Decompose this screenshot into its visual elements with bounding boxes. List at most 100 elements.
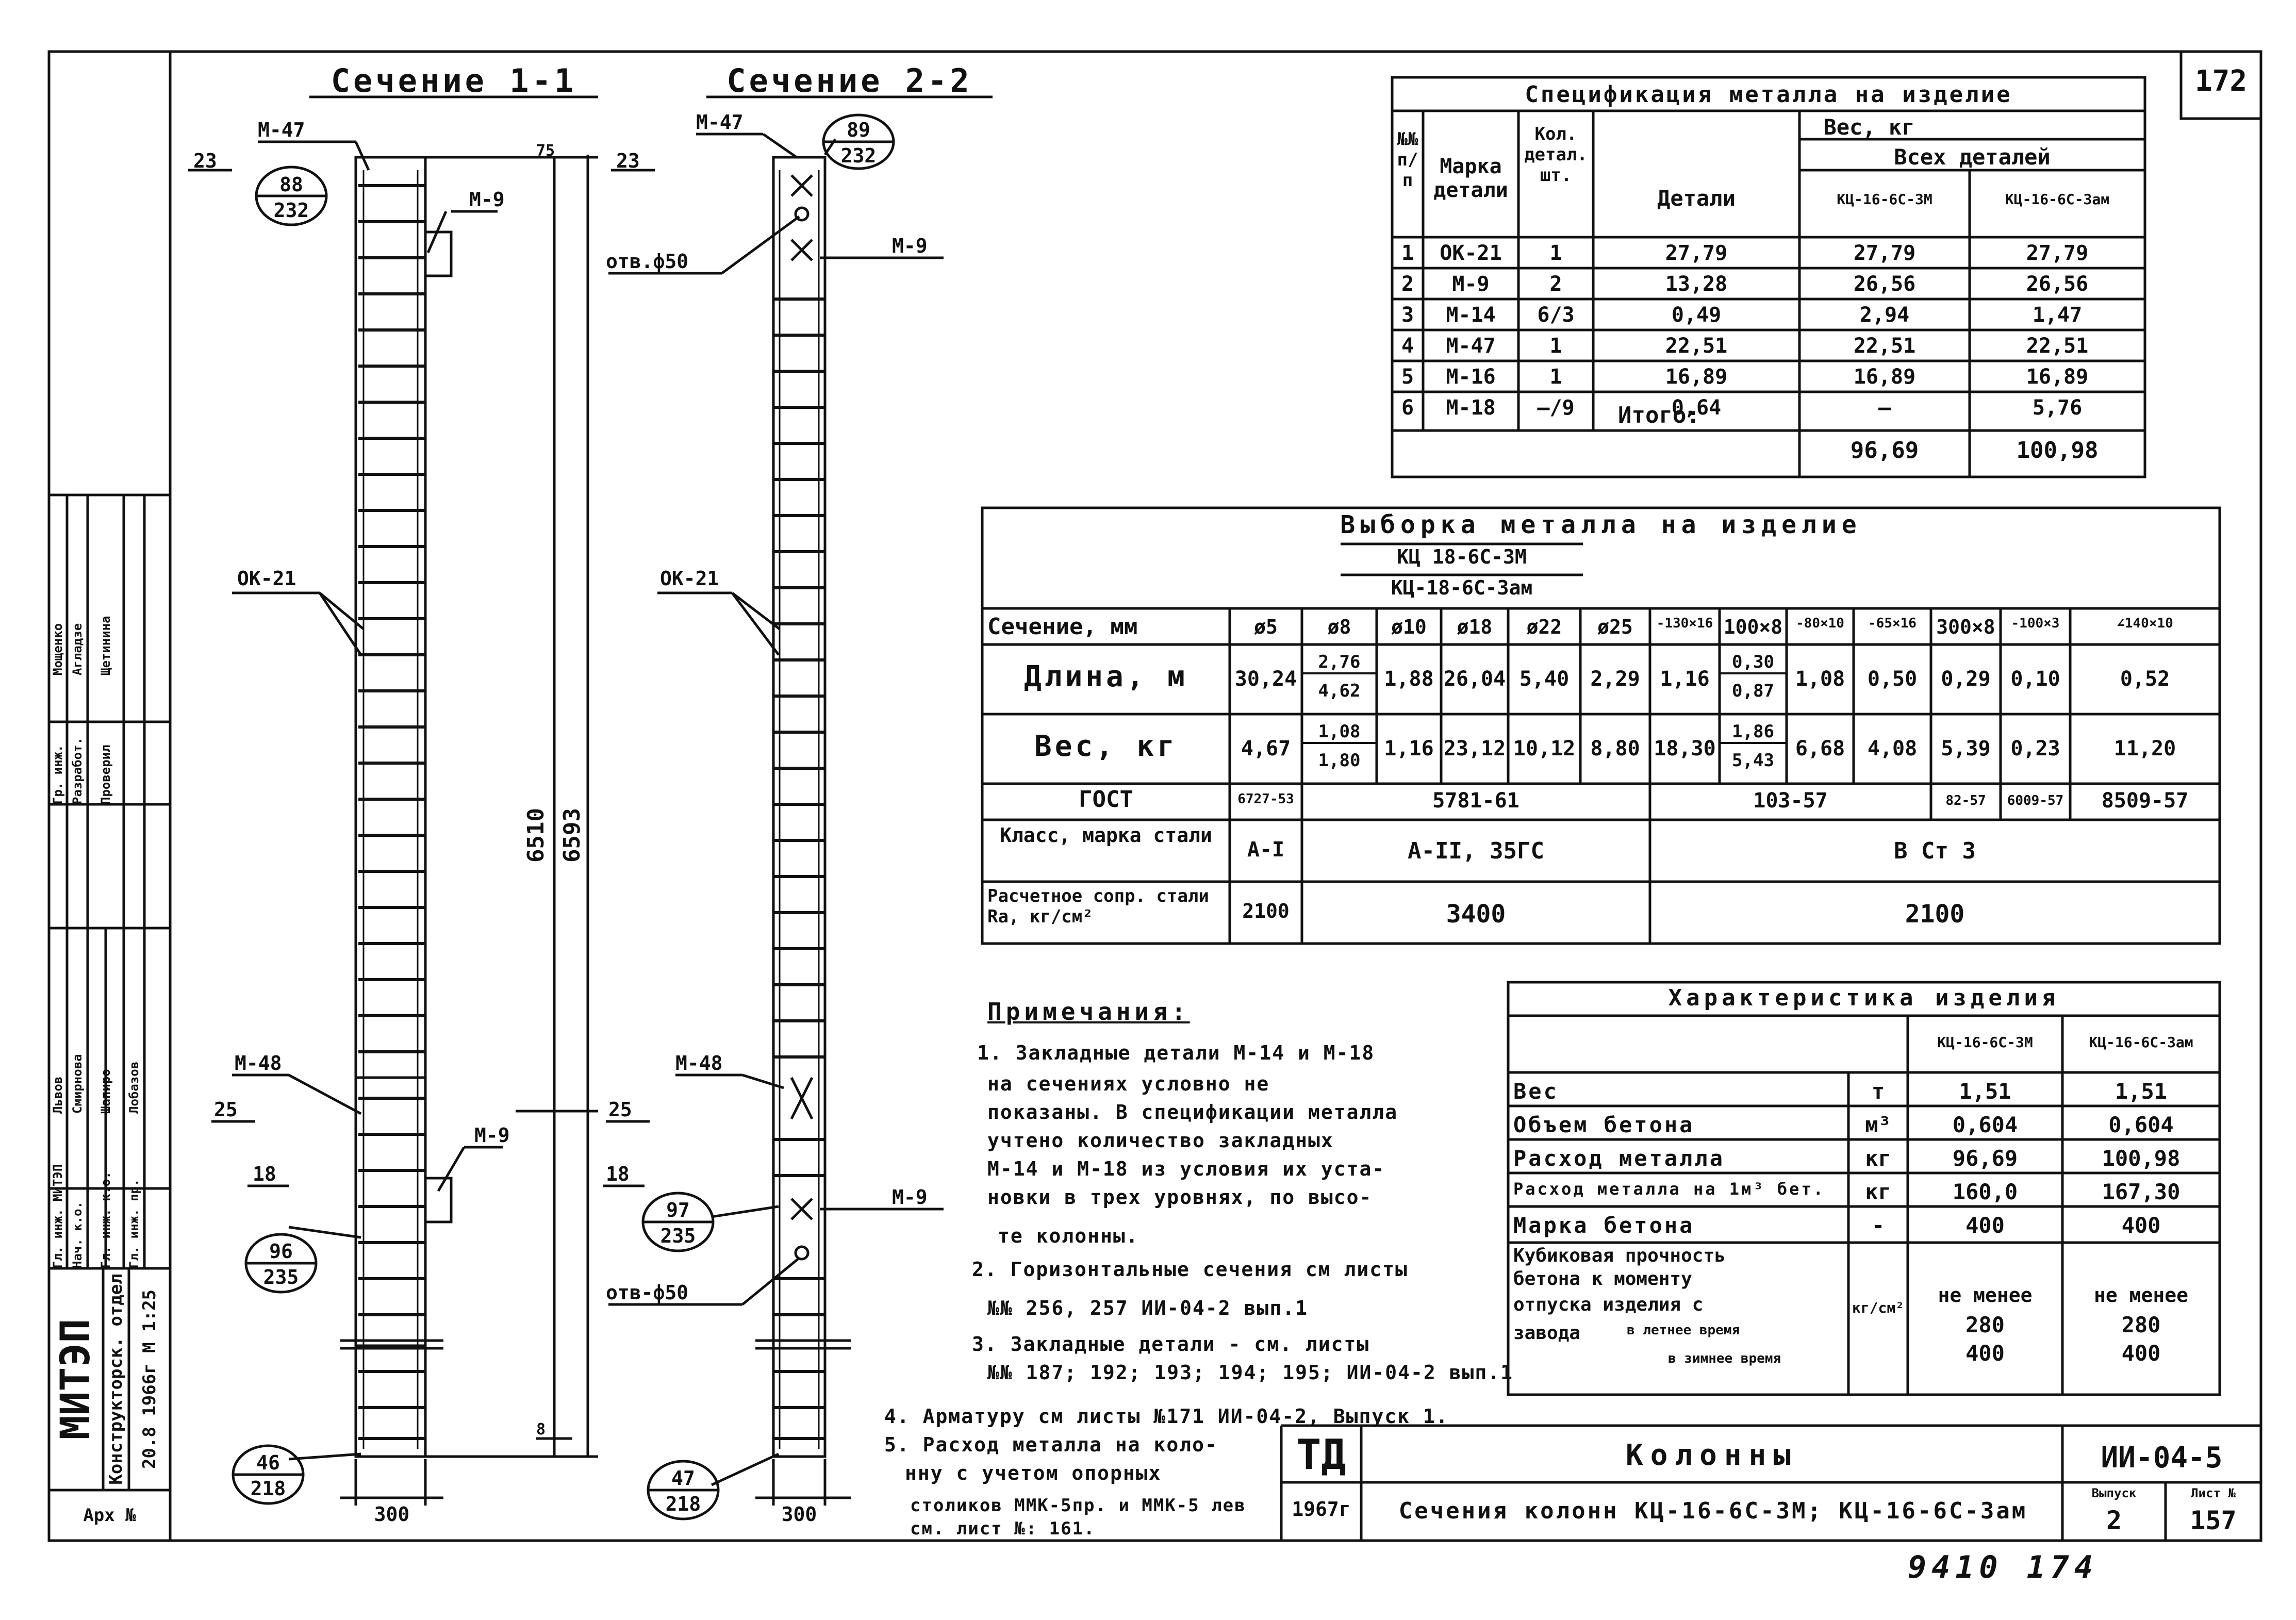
table-cell: 6/3: [1537, 303, 1575, 327]
spec-head-mark: Марка детали: [1433, 155, 1508, 202]
char-table-grid: [1507, 981, 2221, 1396]
table-cell: 5,40: [1519, 667, 1570, 691]
approval-name: Смирнова: [70, 1054, 85, 1114]
column-2-outline: [772, 156, 827, 1458]
s1-top-den: 232: [273, 199, 309, 222]
table-cell: 400: [1965, 1213, 2005, 1238]
table-cell: 0,52: [2120, 667, 2170, 691]
table-cell-top: 0,30: [1720, 652, 1787, 674]
s2-label-hole-top: отв.ф50: [606, 250, 689, 273]
approval-text: Гл. инж. МИТЭПЛьвов: [49, 928, 67, 1268]
vyborka-col-head: Сечение, мм: [987, 614, 1138, 640]
title-main: Колонны: [1625, 1439, 1798, 1472]
cube-value: 400: [1965, 1341, 2005, 1366]
table-cell: М-47: [1446, 334, 1496, 358]
spec-head-weight: Вес, кг: [1823, 114, 1915, 140]
s1-width: 300: [374, 1503, 410, 1526]
s1-label-m47: М-47: [258, 119, 305, 141]
s1-mark-25-right: 25: [608, 1098, 632, 1121]
s1-label-m48: М-48: [235, 1052, 282, 1075]
vyborka-gost-4: 6009-57: [2007, 793, 2064, 808]
scale-line: 20.8 1966г М 1:25: [129, 1268, 170, 1490]
table-cell-bottom: 0,87: [1732, 681, 1774, 701]
table-cell: 26,56: [2026, 272, 2089, 296]
s2-width: 300: [781, 1503, 817, 1526]
s1-label-m9-bottom: М-9: [474, 1124, 510, 1147]
approval-text: Гр. инж. Мощенко: [49, 495, 67, 804]
s2-label-m48: М-48: [675, 1052, 723, 1075]
approval-row: Разработ.Агладзе: [67, 495, 88, 804]
table-cell: М-14: [1446, 303, 1496, 327]
vyborka-rsopr-2: 2100: [1905, 900, 1965, 929]
table-cell: 1: [1549, 365, 1562, 389]
column-header: ∠140×10: [2117, 616, 2173, 631]
table-cell: 16,89: [1665, 365, 1728, 389]
s1-mark-23-left: 23: [193, 150, 217, 172]
table-cell: 5: [1401, 365, 1414, 389]
column-header: -65×16: [1868, 616, 1917, 631]
spec-head-b: КЦ-16-6С-3ам: [2005, 191, 2110, 208]
approval-role: Разработ.: [70, 737, 85, 804]
vyborka-gost-3: 82-57: [1945, 793, 1986, 808]
column-header: ø25: [1597, 616, 1633, 638]
approval-name: Шапиро: [98, 1069, 113, 1114]
approval-text: Нач. к.о.Смирнова: [67, 928, 88, 1268]
spec-table-grid: [1391, 76, 2146, 478]
note-line: 4. Арматуру см листы №171 ИИ-04-2, Выпус…: [884, 1405, 1449, 1428]
table-cell: 16,89: [1853, 365, 1916, 389]
s2-bot-den: 218: [665, 1493, 701, 1515]
approval-name: Мощенко: [51, 623, 65, 675]
s2-mid-den: 235: [660, 1225, 696, 1247]
vyborka-class-1: A-II, 35ГС: [1408, 838, 1544, 864]
table-cell: 0,23: [2010, 737, 2060, 761]
date-top: 20.8: [139, 1427, 160, 1469]
s2-label-ok21: ОК-21: [660, 567, 719, 590]
vyborka-gost-2: 103-57: [1753, 789, 1828, 813]
s1-mark-25-left: 25: [214, 1098, 238, 1121]
cube-line: бетона к моменту: [1513, 1268, 1692, 1290]
s2-mid-num: 97: [666, 1199, 690, 1221]
s2-top-den: 232: [840, 144, 877, 167]
s1-dim-bottom: 8: [536, 1420, 546, 1439]
table-cell: 26,04: [1443, 667, 1506, 691]
cube-line: отпуска изделия с: [1513, 1294, 1704, 1315]
table-cell: 22,51: [1665, 334, 1728, 358]
s1-label-ok21: ОК-21: [237, 567, 296, 590]
title-year: 1967г: [1292, 1498, 1351, 1520]
table-cell: 96,69: [1952, 1146, 2018, 1171]
table-cell: 10,12: [1513, 737, 1576, 761]
table-cell: 4,08: [1867, 737, 1918, 761]
table-cell: 2: [1401, 272, 1414, 296]
archive-number: Арх №: [83, 1505, 136, 1526]
approval-role: Гр. инж.: [51, 745, 65, 804]
s2-label-m47: М-47: [696, 111, 744, 134]
title-block-grid: [1280, 1424, 2261, 1541]
vyborka-title: Выборка металла на изделие: [1340, 510, 1862, 539]
table-cell: 16,89: [2026, 365, 2089, 389]
table-cell: 2: [1549, 272, 1562, 296]
title-issue-label: Выпуск: [2091, 1486, 2137, 1500]
table-cell: т: [1871, 1079, 1885, 1104]
table-cell: 0,64: [1671, 396, 1722, 420]
table-cell: Расход металла: [1513, 1146, 1725, 1171]
table-cell: 0,604: [1952, 1112, 2018, 1137]
table-cell-bottom: 1,80: [1318, 750, 1361, 771]
vyborka-gost-1: 5781-61: [1432, 789, 1519, 813]
column-header: ø18: [1457, 616, 1493, 638]
s1-dim-6593-cell: 6593: [557, 758, 593, 913]
title-td: ТД: [1296, 1431, 1346, 1479]
table-cell: 0,29: [1941, 667, 1991, 691]
note-line: 2. Горизонтальные сечения см листы: [972, 1258, 1408, 1281]
note-line: на сечениях условно не: [987, 1072, 1270, 1095]
s1-mark-18-right: 18: [606, 1163, 630, 1185]
table-cell: 3: [1401, 303, 1414, 327]
approval-row: Гл. инж. пр.Лобазов: [124, 928, 144, 1268]
table-cell: 1,08: [1795, 667, 1845, 691]
s2-label-m9-bottom: М-9: [892, 1186, 928, 1209]
